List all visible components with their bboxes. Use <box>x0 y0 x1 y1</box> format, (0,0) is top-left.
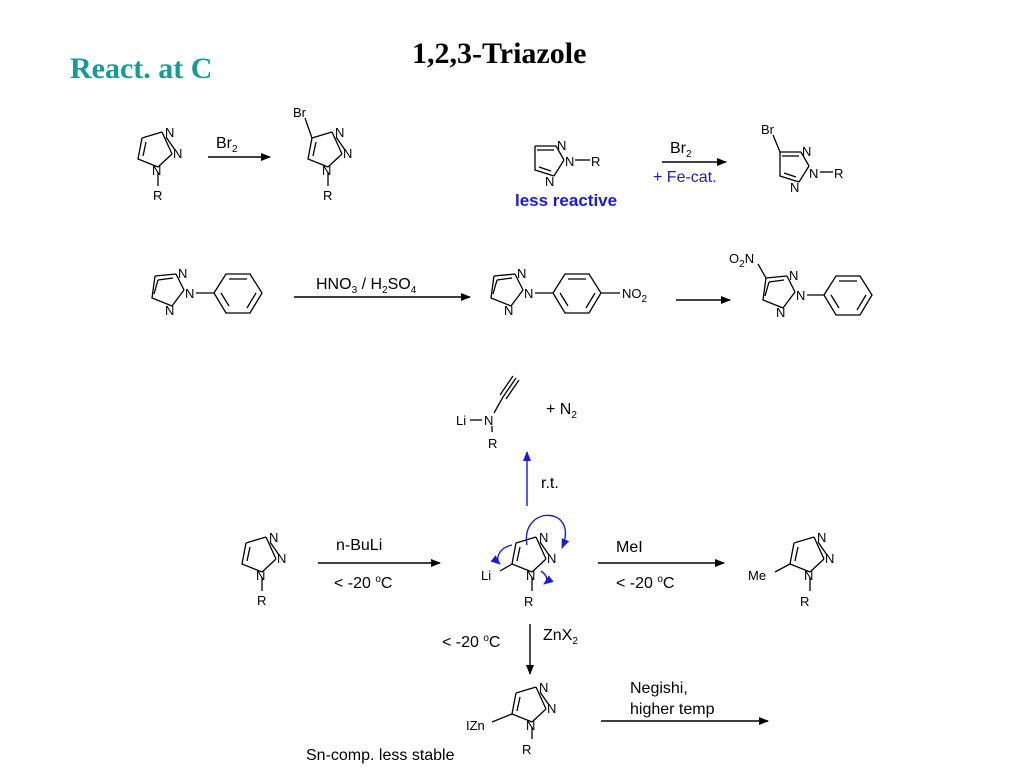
atom-N: N <box>796 288 805 303</box>
5-methyl-triazole-product: N N N Me R <box>748 530 834 609</box>
atom-R: R <box>834 166 843 181</box>
atom-N: N <box>256 568 265 583</box>
triazole-1r-start: N N N R <box>137 125 182 203</box>
curved-arrow-li <box>490 544 513 565</box>
atom-Br: Br <box>293 105 307 120</box>
less-reactive-label: less reactive <box>515 191 617 210</box>
atom-N: N <box>809 166 818 181</box>
temp-rt: r.t. <box>541 475 559 492</box>
arrow-nitration: HNO3 / H2SO4 <box>294 276 471 301</box>
atom-R: R <box>591 154 600 169</box>
nitro-group: NO2 <box>622 286 648 305</box>
temp-condition: < -20 oC <box>334 574 392 592</box>
atom-N: N <box>776 305 785 320</box>
atom-N: N <box>343 146 352 161</box>
atom-R: R <box>323 188 332 203</box>
reagent-mei: MeI <box>616 539 643 556</box>
sn-comp-note: Sn-comp. less stable <box>306 747 455 764</box>
atom-R: R <box>522 742 531 757</box>
atom-N: N <box>539 680 548 695</box>
atom-Li: Li <box>456 413 466 428</box>
slide-title: 1,2,3-Triazole <box>412 37 586 70</box>
atom-N: N <box>173 146 182 161</box>
reagent-znx2: ZnX2 <box>543 627 578 647</box>
atom-N: N <box>545 174 554 189</box>
5-zinc-triazole: N N N IZn R <box>466 680 556 757</box>
atom-N: N <box>185 286 194 301</box>
atom-IZn: IZn <box>466 718 485 733</box>
arrow-methylation: MeI < -20 oC <box>598 539 725 592</box>
atom-N: N <box>277 551 286 566</box>
section-heading: React. at C <box>70 52 212 85</box>
atom-N: N <box>817 530 826 545</box>
atom-N: N <box>152 163 161 178</box>
triazole-2r-start: N N N R <box>534 138 600 189</box>
atom-N: N <box>557 138 566 153</box>
lithium-ynamide-product: Li N R + N2 <box>456 375 577 451</box>
atom-N: N <box>539 530 548 545</box>
atom-N: N <box>178 266 187 281</box>
plus-n2: + N2 <box>546 401 577 421</box>
atom-Br: Br <box>761 122 775 137</box>
temp-condition: < -20 oC <box>442 633 500 651</box>
higher-temp-label: higher temp <box>630 701 715 718</box>
atom-N: N <box>565 154 574 169</box>
atom-N: N <box>804 568 813 583</box>
triazole-1r-start-2: N N N R <box>241 530 286 608</box>
atom-N: N <box>335 125 344 140</box>
negishi-label: Negishi, <box>630 680 688 697</box>
atom-R: R <box>524 594 533 609</box>
atom-N: N <box>524 286 533 301</box>
atom-R: R <box>800 594 809 609</box>
nitro-group: O2N <box>729 251 754 270</box>
nitrophenyl-triazole-intermediate: N N N NO2 <box>490 266 648 318</box>
atom-Li: Li <box>481 568 491 583</box>
reagent-hno3-h2so4: HNO3 / H2SO4 <box>316 276 417 296</box>
triazole-4br-2r-product: Br N N N R <box>761 122 843 195</box>
atom-N: N <box>802 144 811 159</box>
5-lithio-triazole: N N N Li R <box>481 514 570 609</box>
reagent-br2: Br2 <box>216 135 238 155</box>
atom-N: N <box>165 125 174 140</box>
4-nitro-2-phenyl-triazole-product: O2N N N N <box>729 251 873 320</box>
atom-N: N <box>322 163 331 178</box>
atom-R: R <box>257 593 266 608</box>
arrow-bromination-2: Br2 + Fe-cat. <box>653 140 727 186</box>
atom-N: N <box>526 718 535 733</box>
atom-N: N <box>547 701 556 716</box>
reagent-nbuli: n-BuLi <box>336 537 382 554</box>
2-phenyl-triazole-start: N N N <box>151 266 263 318</box>
atom-Me: Me <box>748 568 766 583</box>
temp-condition: < -20 oC <box>616 574 674 592</box>
atom-N: N <box>547 551 556 566</box>
atom-R: R <box>488 436 497 451</box>
atom-N: N <box>789 268 798 283</box>
arrow-bromination-1: Br2 <box>208 135 271 161</box>
arrow-negishi: Negishi, higher temp <box>601 680 769 725</box>
atom-N: N <box>504 303 513 318</box>
arrow-lithiation: n-BuLi < -20 oC <box>318 537 441 592</box>
atom-N: N <box>526 568 535 583</box>
curved-arrow-ring-opening <box>525 514 570 549</box>
atom-N: N <box>484 413 493 428</box>
curved-arrow-n-n <box>540 570 554 585</box>
atom-N: N <box>790 180 799 195</box>
atom-N: N <box>269 530 278 545</box>
arrow-ring-opening: r.t. <box>523 451 559 506</box>
arrow-transmetalation: < -20 oC ZnX2 <box>442 624 578 675</box>
fe-catalyst-label: + Fe-cat. <box>653 169 717 186</box>
atom-N: N <box>165 303 174 318</box>
atom-R: R <box>153 188 162 203</box>
reagent-br2: Br2 <box>670 140 692 160</box>
atom-N: N <box>517 266 526 281</box>
atom-N: N <box>825 551 834 566</box>
triazole-4br-1r-product: Br N N N R <box>293 105 352 203</box>
